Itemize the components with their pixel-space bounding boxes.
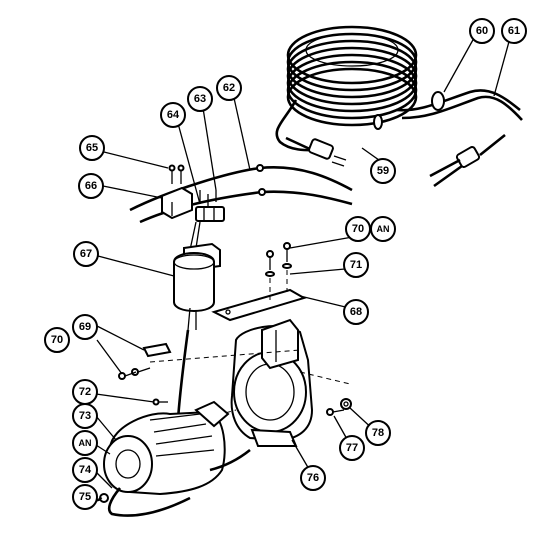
svg-text:77: 77 xyxy=(346,442,358,454)
svg-text:62: 62 xyxy=(223,82,235,94)
callout-62: 62 xyxy=(216,75,242,101)
callout-70-right: 70 xyxy=(345,216,371,242)
callout-71: 71 xyxy=(343,252,369,278)
callout-66: 66 xyxy=(78,173,104,199)
svg-text:66: 66 xyxy=(85,180,97,192)
callout-61: 61 xyxy=(501,18,527,44)
callout-76: 76 xyxy=(300,465,326,491)
bracket-69 xyxy=(118,342,172,380)
power-plug xyxy=(285,136,347,167)
callout-73: 73 xyxy=(72,403,98,429)
svg-text:74: 74 xyxy=(79,464,92,476)
svg-text:63: 63 xyxy=(194,93,206,105)
mounting-plate xyxy=(211,288,307,322)
callout-69: 69 xyxy=(72,314,98,340)
svg-text:64: 64 xyxy=(167,109,180,121)
svg-text:68: 68 xyxy=(350,306,362,318)
screws-70-top xyxy=(265,242,292,300)
callout-70-left: 70 xyxy=(44,327,70,353)
svg-text:67: 67 xyxy=(80,248,92,260)
cord-end xyxy=(429,133,506,188)
screw-72 xyxy=(152,398,168,406)
callout-67: 67 xyxy=(73,241,99,267)
motor xyxy=(85,400,251,517)
svg-text:73: 73 xyxy=(79,410,91,422)
callout-75: 75 xyxy=(72,484,98,510)
svg-text:78: 78 xyxy=(372,427,384,439)
callout-78: 78 xyxy=(365,420,391,446)
callout-74: 74 xyxy=(72,457,98,483)
screws-65 xyxy=(168,164,217,206)
callout-77: 77 xyxy=(339,435,365,461)
svg-text:65: 65 xyxy=(86,142,98,154)
cable-coil xyxy=(275,25,523,152)
callout-63: 63 xyxy=(187,86,213,112)
svg-text:61: 61 xyxy=(508,25,520,37)
svg-text:70: 70 xyxy=(51,334,63,346)
callout-68: 68 xyxy=(343,299,369,325)
callout-64: 64 xyxy=(160,102,186,128)
terminal-block xyxy=(195,206,225,222)
svg-text:69: 69 xyxy=(79,321,91,333)
bracket-66 xyxy=(161,186,193,220)
capacitor xyxy=(173,242,221,331)
svg-text:72: 72 xyxy=(79,386,91,398)
svg-text:75: 75 xyxy=(79,491,91,503)
callout-an-right: AN xyxy=(370,216,396,242)
svg-text:71: 71 xyxy=(350,259,362,271)
svg-text:AN: AN xyxy=(377,224,390,234)
callout-60: 60 xyxy=(469,18,495,44)
callout-65: 65 xyxy=(79,135,105,161)
fan-housing xyxy=(230,318,314,447)
svg-text:60: 60 xyxy=(476,25,488,37)
svg-text:59: 59 xyxy=(377,165,389,177)
svg-text:76: 76 xyxy=(307,472,319,484)
callout-72: 72 xyxy=(72,379,98,405)
screw-77-washer-78 xyxy=(326,398,352,416)
callout-an-left: AN xyxy=(72,430,98,456)
svg-text:AN: AN xyxy=(79,438,92,448)
callout-59: 59 xyxy=(370,158,396,184)
svg-text:70: 70 xyxy=(352,223,364,235)
